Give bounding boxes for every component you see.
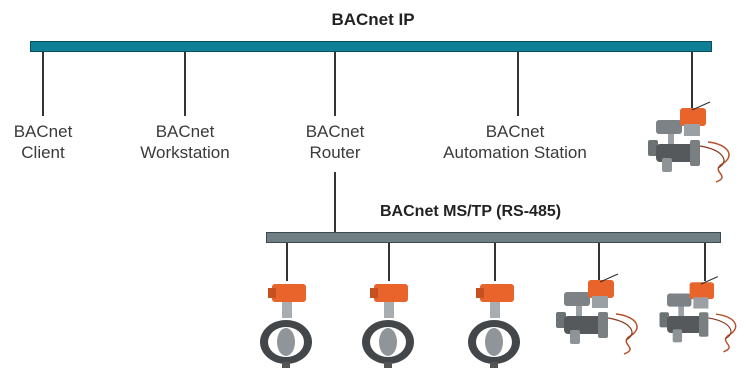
router-to-mstp-line <box>334 172 336 232</box>
mstp-drop-line-4 <box>598 243 600 281</box>
workstation-drop-line <box>184 52 186 116</box>
bacnet-ip-bus <box>30 41 712 52</box>
automation-station-drop-line <box>517 52 519 116</box>
butterfly-valve-actuator-icon <box>260 284 312 368</box>
bacnet-mstp-bus <box>266 232 721 243</box>
mstp-drop-line-5 <box>704 243 706 281</box>
ball-valve-actuator-icon <box>648 101 730 183</box>
mstp-drop-line-2 <box>388 243 390 281</box>
mstp-drop-line-1 <box>286 243 288 281</box>
butterfly-valve-actuator-icon <box>362 284 414 368</box>
mstp-drop-line-3 <box>494 243 496 281</box>
client-drop-line <box>42 52 44 116</box>
butterfly-valve-actuator-icon <box>468 284 520 368</box>
router-drop-line <box>334 52 336 116</box>
bacnet-mstp-title: BACnet MS/TP (RS-485) <box>380 203 562 220</box>
ball-valve-actuator-icon <box>556 273 638 355</box>
ball-valve-actuator-icon <box>659 276 737 353</box>
bacnet-ip-title: BACnet IP <box>331 10 415 29</box>
ip-valve-drop-line <box>691 52 693 112</box>
